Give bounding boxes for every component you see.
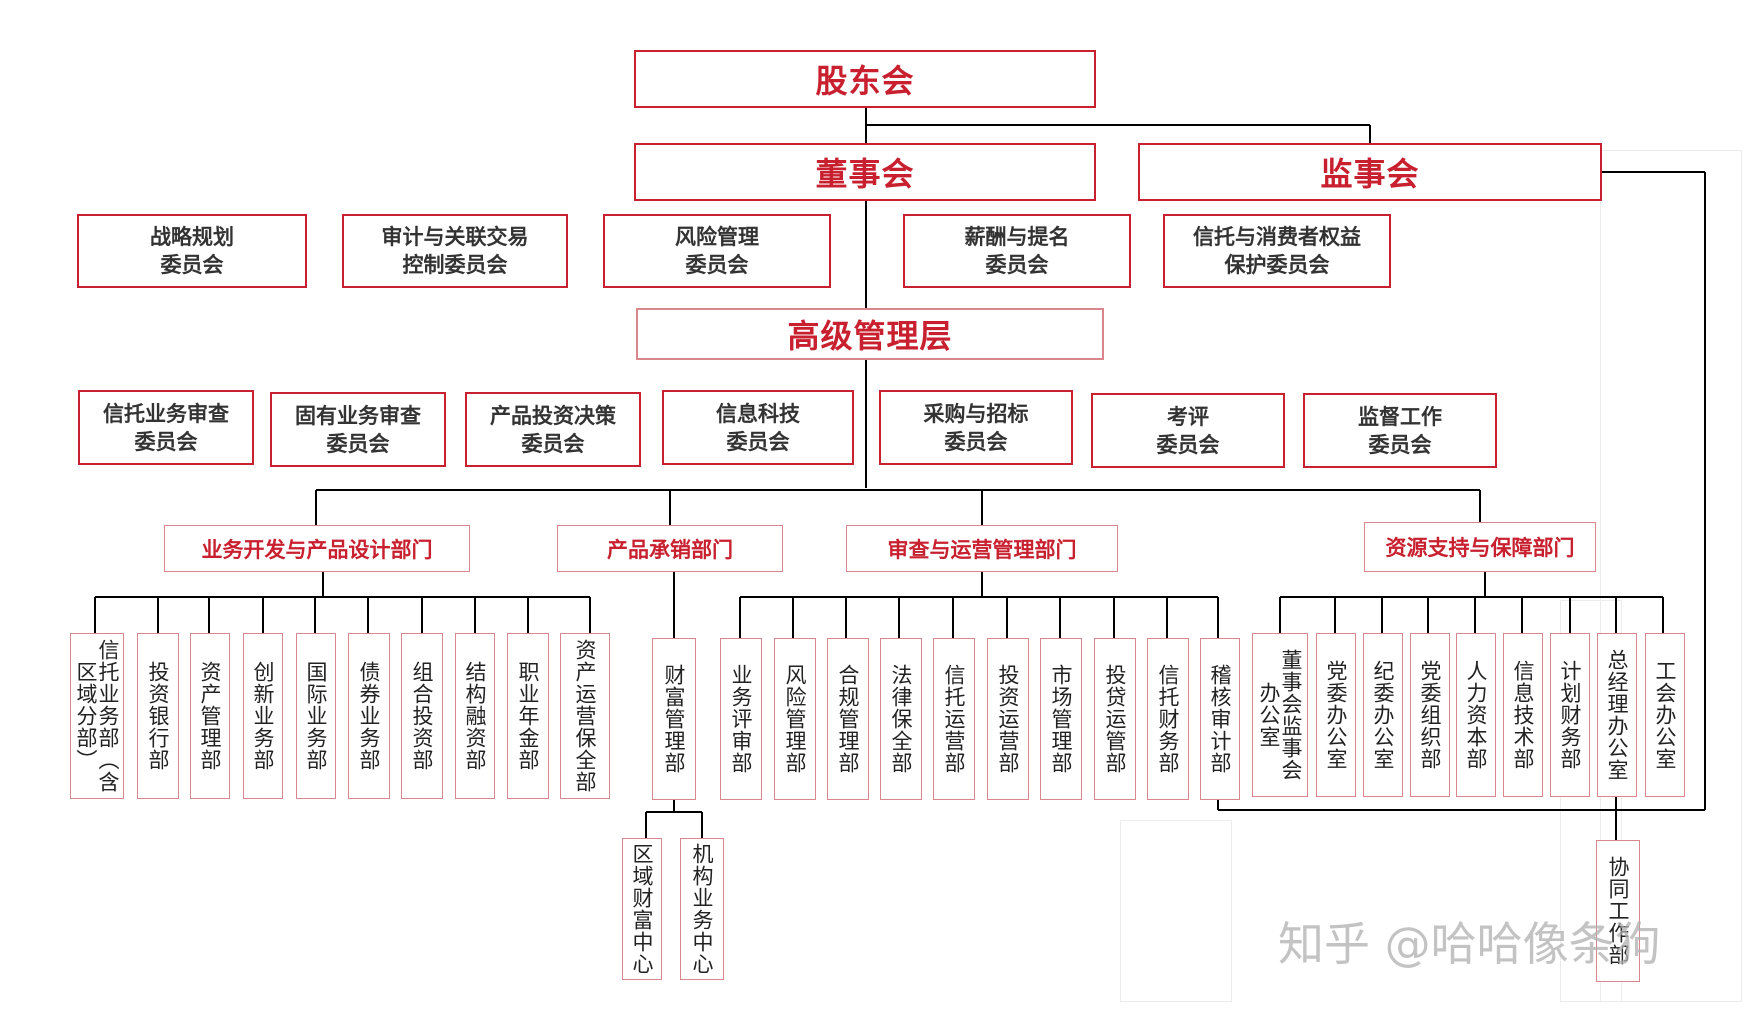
dept-trust-operations: 信托运营部 bbox=[933, 638, 975, 800]
committee-audit: 审计与关联交易 控制委员会 bbox=[342, 214, 568, 288]
dept-asset-management: 资产管理部 bbox=[190, 633, 230, 799]
committee-risk: 风险管理 委员会 bbox=[603, 214, 831, 288]
board-box: 董事会 bbox=[634, 143, 1096, 201]
dept-structured-finance: 结构融资部 bbox=[455, 633, 495, 799]
dept-general-manager-office: 总经理办公室 bbox=[1597, 633, 1637, 797]
dept-wealth-management: 财富管理部 bbox=[652, 638, 696, 800]
group-support: 资源支持与保障部门 bbox=[1364, 522, 1596, 572]
background-building bbox=[1600, 150, 1742, 1002]
dept-investment-banking: 投资银行部 bbox=[137, 633, 179, 799]
dept-trust-business: 信托业务部（含区域分部） bbox=[70, 633, 124, 799]
committee-procurement: 采购与招标 委员会 bbox=[879, 390, 1073, 465]
dept-portfolio: 组合投资部 bbox=[401, 633, 443, 799]
watermark: 知乎 @哈哈像条狗 bbox=[1278, 917, 1661, 971]
group-sales: 产品承销部门 bbox=[557, 525, 783, 572]
senior-management-box: 高级管理层 bbox=[636, 308, 1104, 360]
committee-trust-review: 信托业务审查 委员会 bbox=[78, 390, 254, 465]
dept-human-capital: 人力资本部 bbox=[1456, 633, 1496, 797]
dept-compliance: 合规管理部 bbox=[827, 638, 869, 800]
dept-innovation: 创新业务部 bbox=[243, 633, 283, 799]
committee-investment-decision: 产品投资决策 委员会 bbox=[465, 392, 641, 467]
committee-supervision: 监督工作 委员会 bbox=[1303, 393, 1497, 468]
dept-occupational-annuity: 职业年金部 bbox=[507, 633, 549, 799]
dept-investment-operations: 投资运营部 bbox=[987, 638, 1029, 800]
dept-loan-operations: 投贷运管部 bbox=[1094, 638, 1136, 800]
group-operations: 审查与运营管理部门 bbox=[846, 525, 1118, 572]
dept-union-office: 工会办公室 bbox=[1645, 633, 1685, 797]
dept-legal: 法律保全部 bbox=[880, 638, 922, 800]
committee-compensation: 薪酬与提名 委员会 bbox=[903, 214, 1131, 288]
background-building bbox=[1560, 600, 1622, 1002]
dept-trust-finance: 信托财务部 bbox=[1147, 638, 1189, 800]
dept-international: 国际业务部 bbox=[296, 633, 336, 799]
committee-strategy: 战略规划 委员会 bbox=[77, 214, 307, 288]
dept-discipline-office: 纪委办公室 bbox=[1363, 633, 1403, 797]
dept-planning-finance: 计划财务部 bbox=[1550, 633, 1590, 797]
dept-collaboration: 协同工作部 bbox=[1596, 840, 1640, 982]
committee-evaluation: 考评 委员会 bbox=[1091, 393, 1285, 468]
dept-bond: 债券业务部 bbox=[348, 633, 390, 799]
supervisors-box: 监事会 bbox=[1138, 143, 1602, 201]
dept-information-technology: 信息技术部 bbox=[1503, 633, 1543, 797]
dept-board-office: 董事会监事会办公室 bbox=[1252, 633, 1308, 797]
dept-business-review: 业务评审部 bbox=[720, 638, 762, 800]
dept-market-management: 市场管理部 bbox=[1040, 638, 1082, 800]
dept-asset-preservation: 资产运营保全部 bbox=[560, 633, 610, 799]
committee-it: 信息科技 委员会 bbox=[662, 390, 854, 465]
shareholders-box: 股东会 bbox=[634, 50, 1096, 108]
center-institutional: 机构业务中心 bbox=[680, 838, 724, 980]
center-regional-wealth: 区域财富中心 bbox=[622, 838, 662, 980]
background-building bbox=[1120, 820, 1232, 1002]
dept-party-office: 党委办公室 bbox=[1316, 633, 1356, 797]
group-business: 业务开发与产品设计部门 bbox=[164, 525, 470, 572]
dept-risk-management: 风险管理部 bbox=[774, 638, 816, 800]
dept-party-organization: 党委组织部 bbox=[1410, 633, 1450, 797]
committee-consumer-protection: 信托与消费者权益 保护委员会 bbox=[1163, 214, 1391, 288]
dept-audit: 稽核审计部 bbox=[1200, 638, 1240, 800]
committee-proprietary-review: 固有业务审查 委员会 bbox=[270, 392, 446, 467]
